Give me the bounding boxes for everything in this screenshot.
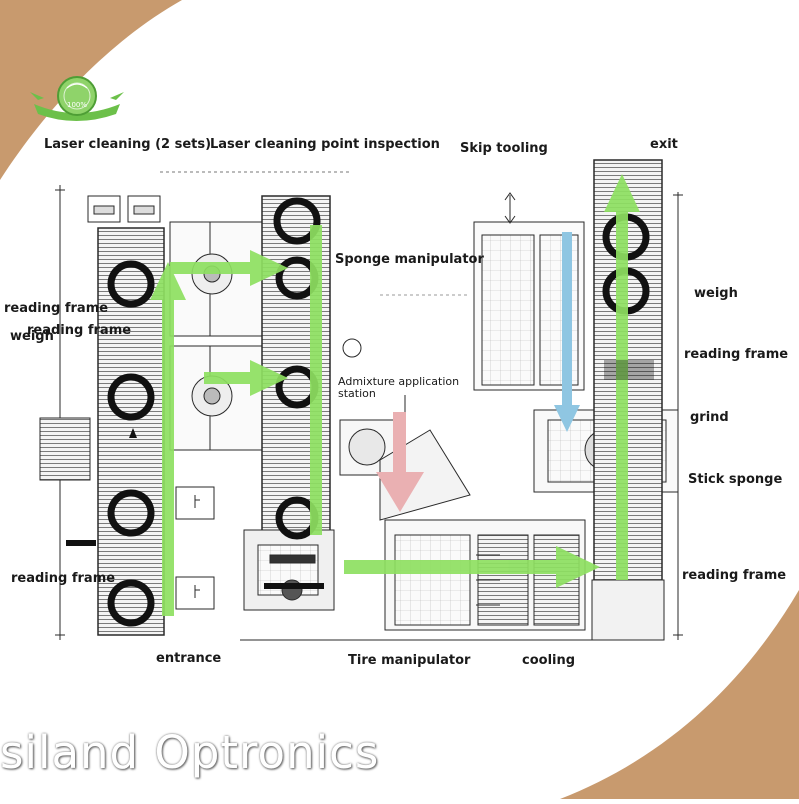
label-weigh-right: weigh — [694, 286, 738, 301]
sponge-manipulator-frame — [473, 192, 585, 391]
corner-decoration-top-left — [0, 0, 182, 180]
label-weigh-left: weigh — [10, 329, 54, 344]
label-cooling: cooling — [522, 653, 576, 668]
flow-arrows-green — [150, 174, 640, 616]
tire-manipulator-base — [243, 529, 335, 611]
label-grind: grind — [690, 410, 729, 425]
label-reading-frame-right-bottom: reading frame — [682, 568, 787, 583]
label-admixture-line2: station — [338, 387, 376, 400]
label-tire-manipulator: Tire manipulator — [348, 653, 471, 668]
seal-percent-text: 100% — [67, 101, 87, 109]
label-admixture-line1: Admixture application — [338, 375, 460, 388]
quality-seal-icon — [30, 76, 124, 121]
label-skip-tooling: Skip tooling — [460, 141, 548, 156]
label-entrance: entrance — [156, 651, 222, 666]
side-rack — [39, 417, 91, 481]
watermark-text: siland Optronics — [0, 726, 380, 779]
tire — [107, 260, 155, 308]
entrance-boxes — [175, 486, 215, 610]
label-stick-sponge: Stick sponge — [688, 472, 783, 487]
tire — [273, 197, 321, 245]
cooling-area — [384, 519, 586, 631]
tire — [107, 489, 155, 537]
laser-cleaning-station — [169, 221, 263, 451]
exit-platform — [591, 579, 665, 641]
label-reading-frame-left-bottom: reading frame — [11, 571, 116, 586]
label-laser-inspection: Laser cleaning point inspection — [210, 137, 440, 152]
label-reading-frame-left-mid: reading frame — [27, 323, 132, 338]
label-exit: exit — [650, 137, 678, 152]
markers — [66, 360, 654, 589]
laser-cleaning-units — [87, 195, 161, 223]
corner-decoration-bottom-right — [560, 590, 799, 799]
label-laser-cleaning: Laser cleaning (2 sets) — [44, 137, 212, 152]
label-reading-frame-left-top: reading frame — [4, 301, 109, 316]
label-sponge-manipulator: Sponge manipulator — [335, 252, 484, 267]
flow-arrow-pink — [376, 412, 424, 512]
flow-arrow-blue — [554, 232, 580, 432]
tire — [107, 579, 155, 627]
label-reading-frame-right-top: reading frame — [684, 347, 789, 362]
tire — [107, 373, 155, 421]
